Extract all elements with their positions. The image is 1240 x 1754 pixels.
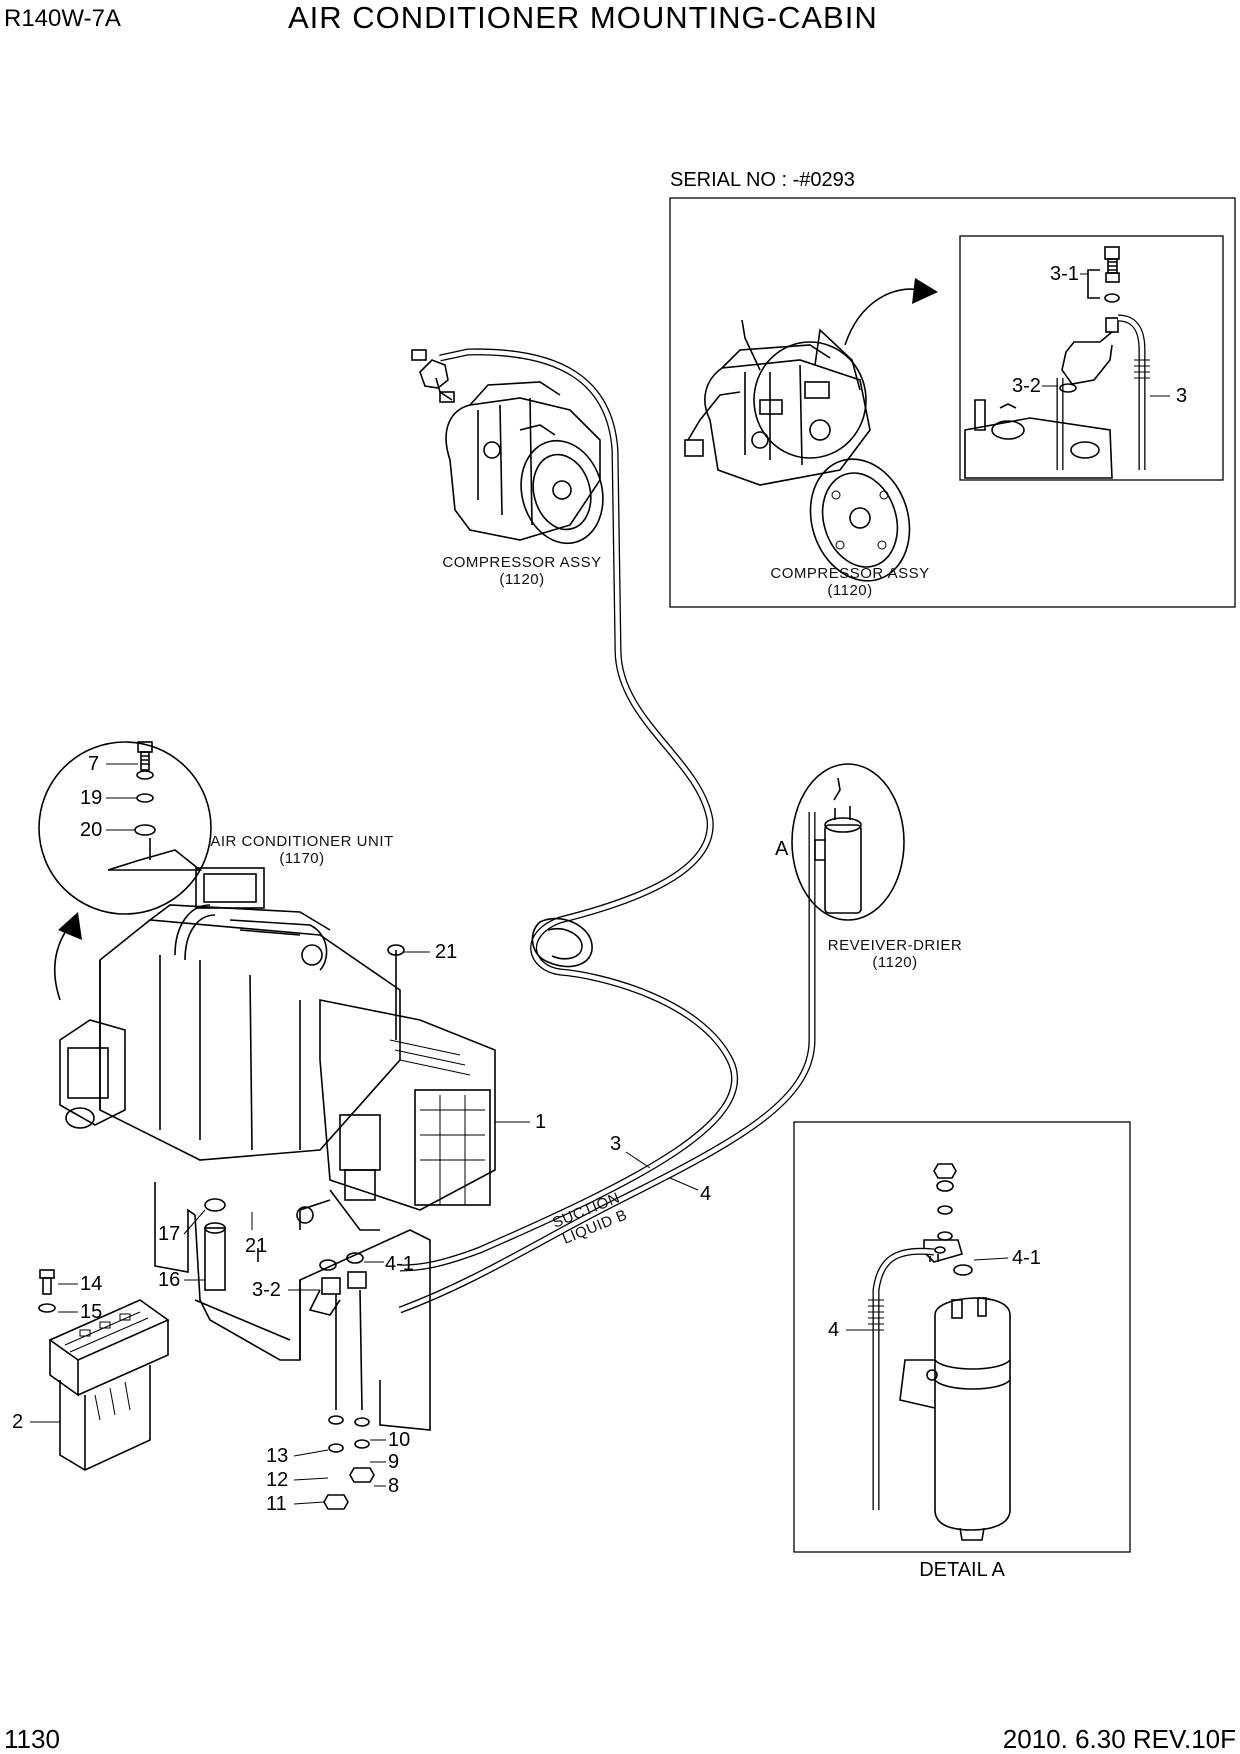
- leader-12: [293, 1477, 329, 1481]
- callout-3-2-main: 3-2: [252, 1279, 281, 1301]
- callout-4-main: 4: [700, 1183, 711, 1205]
- callout-20: 20: [80, 819, 102, 841]
- callout-1: 1: [535, 1111, 546, 1133]
- suction-hose: [399, 348, 739, 1272]
- callout-4-detail: 4: [828, 1319, 839, 1341]
- magnify-circle: [753, 341, 867, 459]
- callout-21-low: 21: [245, 1235, 267, 1257]
- callout-7: 7: [88, 753, 99, 775]
- drain-hose: [204, 1198, 226, 1291]
- callout-16: 16: [158, 1269, 180, 1291]
- inset-compressor-ref: (1120): [827, 582, 872, 599]
- leader-4-main: [669, 1177, 699, 1191]
- detail-a-panel: DETAIL A 4-1 4: [793, 1121, 1131, 1581]
- compressor-ref: (1120): [499, 571, 544, 588]
- drier-ref: (1120): [872, 954, 917, 971]
- callout-3-inset: 3: [1176, 385, 1187, 407]
- leader-4-1-detail: [973, 1257, 1009, 1261]
- compressor-drawing: [411, 349, 604, 545]
- callout-8: 8: [388, 1475, 399, 1497]
- callout-3-2-inset: 3-2: [1012, 375, 1041, 397]
- leader-13: [293, 1449, 329, 1457]
- serial-inset-frame: [669, 197, 1236, 608]
- drier-caption: REVEIVER-DRIER: [828, 937, 963, 954]
- detail-a-drawing: [868, 1163, 1011, 1541]
- leader-11: [293, 1501, 325, 1505]
- inset-compressor-drawing: [684, 319, 911, 582]
- hose-clamp: [531, 917, 593, 968]
- detail-a-caption: DETAIL A: [919, 1559, 1005, 1581]
- detail-a-marker: A: [775, 838, 789, 860]
- revision-date: 2010. 6.30 REV.10F: [1003, 1724, 1236, 1754]
- liquid-hose: [398, 812, 816, 1314]
- ac-unit-drawing: [59, 867, 496, 1231]
- callout-14: 14: [80, 1273, 102, 1295]
- receiver-drier-drawing: [791, 763, 905, 921]
- callout-21-top: 21: [435, 941, 457, 963]
- callout-3-main: 3: [610, 1133, 621, 1155]
- callout-3-1: 3-1: [1050, 263, 1079, 285]
- control-panel-drawing: [38, 1269, 170, 1471]
- leader-17: [183, 1209, 206, 1235]
- callout-10: 10: [388, 1429, 410, 1451]
- callout-15: 15: [80, 1301, 102, 1323]
- valve-detail-frame: [959, 235, 1224, 481]
- callout-4-1-main: 4-1: [385, 1253, 414, 1275]
- bracket-plate: [154, 1182, 431, 1431]
- page-title: AIR CONDITIONER MOUNTING-CABIN: [288, 0, 878, 35]
- callout-2: 2: [12, 1411, 23, 1433]
- page-number: 1130: [4, 1724, 60, 1754]
- compressor-caption: COMPRESSOR ASSY: [442, 554, 601, 571]
- model-code: R140W-7A: [4, 5, 121, 32]
- callout-12: 12: [266, 1469, 288, 1491]
- inset-compressor-caption: COMPRESSOR ASSY: [770, 565, 929, 582]
- ac-unit-caption: AIR CONDITIONER UNIT: [210, 833, 393, 850]
- callout-4-1-detail: 4-1: [1012, 1247, 1041, 1269]
- serial-label: SERIAL NO : -#0293: [670, 169, 855, 191]
- callout-19: 19: [80, 787, 102, 809]
- valve-detail-drawing: [964, 246, 1150, 479]
- callout-9: 9: [388, 1451, 399, 1473]
- curved-arrow-icon: [844, 278, 938, 346]
- leader-3-main: [625, 1151, 651, 1169]
- detail-a-frame: [793, 1121, 1131, 1553]
- callout-11: 11: [266, 1493, 287, 1515]
- bolt-detail-drawing: [38, 741, 212, 915]
- callout-17: 17: [158, 1223, 180, 1245]
- callout-13: 13: [266, 1445, 288, 1467]
- detail-arrow-icon: [54, 912, 82, 1001]
- ac-unit-ref: (1170): [279, 850, 324, 867]
- serial-inset: SERIAL NO : -#0293: [669, 169, 1236, 608]
- hose-fittings: [257, 944, 405, 1510]
